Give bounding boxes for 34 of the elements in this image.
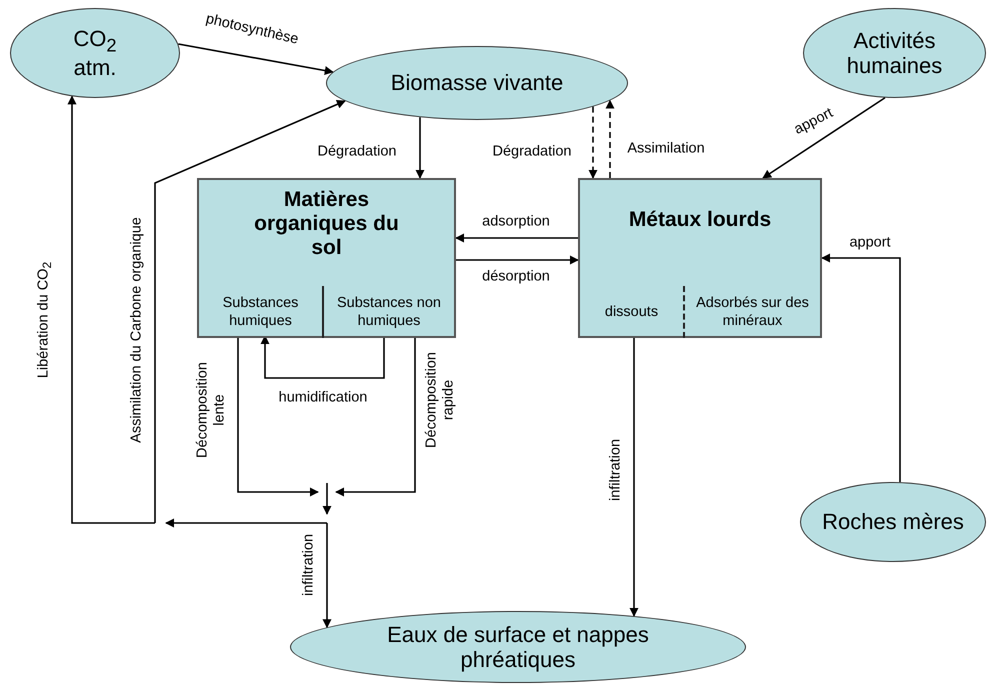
arrow [416, 117, 424, 179]
arrow [260, 335, 385, 379]
arrow [456, 256, 579, 264]
process-box [578, 178, 822, 338]
arrow [588, 106, 598, 179]
arrow [237, 336, 319, 496]
edge-label: adsorption [480, 213, 552, 231]
arrow [335, 336, 416, 496]
arrow [154, 100, 346, 523]
arrow [821, 254, 901, 482]
node-label: Activités humaines [846, 28, 944, 78]
arrow [630, 336, 638, 617]
arrow [762, 97, 886, 179]
arrow [178, 43, 334, 75]
box-heading: Métaux lourds [628, 208, 772, 232]
node-label: Adsorbés sur des minéraux [695, 294, 810, 330]
arrow [68, 95, 155, 524]
process-box [197, 178, 456, 338]
box-heading: Matières organiques du sol [253, 188, 400, 260]
edge-label: Dégradation [316, 143, 398, 161]
edge-label: Dégradation [490, 143, 574, 161]
node-label: Substances non humiques [336, 294, 442, 330]
edge-label: désorption [480, 268, 552, 286]
arrow [455, 234, 578, 242]
node-label: CO$_{2}$ atm. [72, 26, 118, 80]
node-label: Biomasse vivante [390, 70, 564, 96]
edge-label: apport [847, 234, 893, 252]
node-label: dissouts [604, 302, 660, 322]
arrow [322, 523, 332, 628]
node-label: Roches mères [821, 509, 965, 535]
node-label: Substances humiques [222, 294, 300, 330]
node-label: Eaux de surface et nappes phréatiques [386, 622, 650, 672]
arrow [606, 100, 614, 178]
edge-label: Assimilation du Carbone organique [128, 215, 146, 445]
